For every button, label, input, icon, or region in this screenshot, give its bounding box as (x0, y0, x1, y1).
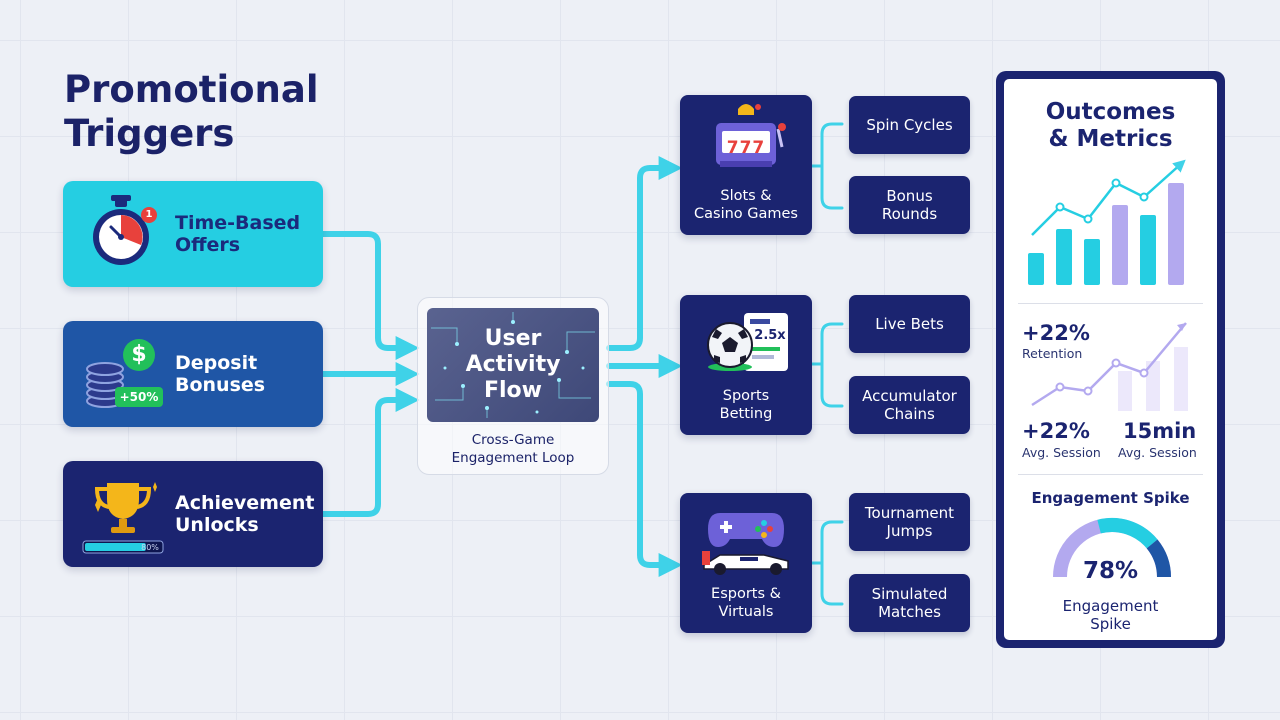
sub-bonus-rounds[interactable]: Bonus Rounds (849, 176, 970, 234)
slot-machine-icon: 777 (680, 101, 812, 181)
category-esports-virtuals[interactable]: Esports & Virtuals (680, 493, 812, 633)
gauge-value: 78% (1082, 558, 1139, 584)
user-activity-hub[interactable]: User Activity Flow Cross-Game Engagement… (417, 297, 609, 475)
hub-subtitle: Cross-Game Engagement Loop (451, 432, 575, 466)
session-label-1: Avg. Session (1022, 445, 1101, 460)
branch-esports (810, 520, 844, 606)
sub-accumulator-chains[interactable]: Accumulator Chains (849, 376, 970, 434)
circuit-pattern (431, 312, 595, 418)
dollar-icon: $ (131, 342, 147, 367)
connector-hub-to-esports (606, 381, 683, 577)
sub-live-bets[interactable]: Live Bets (849, 295, 970, 353)
page-title: Promotional Triggers (64, 68, 319, 155)
hub-core: User Activity Flow (427, 308, 599, 422)
connector-time-to-hub (320, 231, 420, 360)
session-label-2: Avg. Session (1118, 445, 1197, 460)
engagement-gauge (1053, 517, 1171, 578)
trophy-icon: 80% (63, 461, 175, 567)
gamepad-icon (680, 499, 812, 579)
hub-title: User Activity Flow (465, 326, 561, 403)
soccer-ball-icon: 2.5x (680, 301, 812, 381)
chips-dollar-icon: $ +50% (63, 321, 175, 427)
trigger-time-based-offers[interactable]: 1 Time-Based Offers (63, 181, 323, 287)
branch-sports (810, 322, 844, 408)
metrics-divider (1018, 474, 1203, 475)
slot-reels: 777 (726, 138, 766, 158)
metrics-panel-body: Outcomes & Metrics (1004, 79, 1217, 640)
gauge-label: Engagement Spike (1062, 597, 1159, 633)
metrics-title: Outcomes & Metrics (1045, 99, 1176, 152)
category-label: Slots & Casino Games (694, 188, 798, 222)
outcomes-metrics-panel: Outcomes & Metrics (996, 71, 1225, 648)
category-label: Esports & Virtuals (711, 586, 781, 620)
engagement-spike-title: Engagement Spike (1031, 489, 1190, 507)
bonus-tag: +50% (115, 387, 163, 407)
retention-chart-icon (1031, 322, 1188, 411)
connector-achievement-to-hub (320, 388, 420, 517)
trigger-label: Time-Based Offers (175, 212, 301, 256)
odds-label: 2.5x (754, 328, 786, 343)
growth-chart-icon (1028, 159, 1186, 285)
branch-slots (810, 122, 844, 210)
session-value-2: 15min (1123, 419, 1197, 443)
sub-tournament-jumps[interactable]: Tournament Jumps (849, 493, 970, 551)
category-sports-betting[interactable]: 2.5x Sports Betting (680, 295, 812, 435)
stopwatch-icon: 1 (63, 181, 175, 287)
sub-spin-cycles[interactable]: Spin Cycles (849, 96, 970, 154)
retention-label: Retention (1022, 346, 1083, 361)
trigger-deposit-bonuses[interactable]: $ +50% Deposit Bonuses (63, 321, 323, 427)
progress-label: 80% (141, 543, 159, 552)
sub-simulated-matches[interactable]: Simulated Matches (849, 574, 970, 632)
trigger-label: Deposit Bonuses (175, 352, 266, 396)
category-slots-casino[interactable]: 777 Slots & Casino Games (680, 95, 812, 235)
category-label: Sports Betting (719, 388, 773, 422)
session-value-1: +22% (1022, 419, 1090, 443)
notification-badge: 1 (141, 207, 157, 223)
connector-hub-to-slots (606, 156, 683, 351)
retention-value: +22% (1022, 321, 1090, 345)
trigger-label: Achievement Unlocks (175, 492, 315, 536)
trigger-achievement-unlocks[interactable]: 80% Achievement Unlocks (63, 461, 323, 567)
metrics-divider (1018, 303, 1203, 304)
